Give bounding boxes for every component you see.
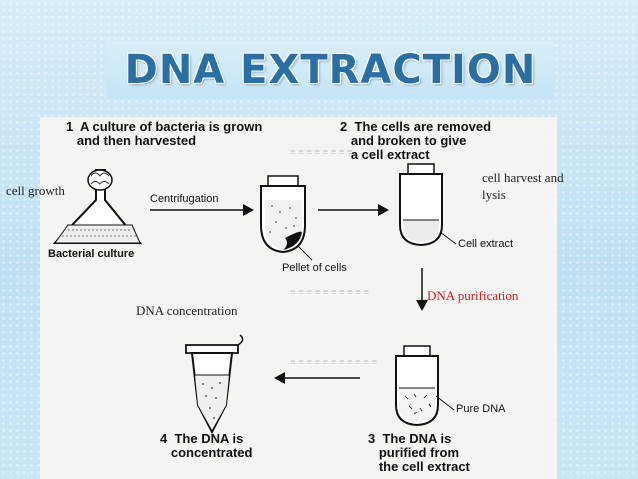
centrifuge-tube-icon <box>260 175 306 254</box>
bacterial-culture-label: Bacterial culture <box>48 248 135 260</box>
pellet-label: Pellet of cells <box>282 262 347 274</box>
pure-dna-label: Pure DNA <box>456 403 506 415</box>
centrifugation-label: Centrifugation <box>150 193 219 205</box>
cell-harvest-annotation: cell harvest and lysis <box>482 170 564 202</box>
pure-dna-pointer <box>435 395 455 411</box>
lysis-arrow-icon <box>318 204 389 216</box>
step-2-text: 2 The cells are removed and broken to gi… <box>340 119 492 162</box>
dna-concentration-annotation: DNA concentration <box>136 303 238 318</box>
title-bar <box>107 41 554 99</box>
dna-purification-annotation: DNA purification <box>427 288 519 303</box>
centrifugation-arrow-icon <box>150 204 254 216</box>
slide-title: DNA EXTRACTION <box>124 47 537 93</box>
pellet-pointer <box>297 245 313 261</box>
cell-extract-label: Cell extract <box>458 238 514 250</box>
concentration-arrow-icon <box>274 372 360 384</box>
cell-extract-tube-icon <box>399 163 443 247</box>
background-scan-text: ≡ ≡ ≡ ≡ ≡ ≡ ≡ ≡ ≡ ≡ ≡ <box>290 357 378 368</box>
purification-arrow-icon <box>416 268 428 311</box>
background-scan-text: ≡ ≡ ≡ ≡ ≡ ≡ ≡ ≡ ≡ ≡ <box>290 287 369 298</box>
cell-extract-pointer <box>439 231 457 245</box>
step-3-text: 3 The DNA is purified from the cell extr… <box>368 431 470 474</box>
eppendorf-tube-icon <box>185 334 244 435</box>
step-4-text: 4 The DNA is concentrated <box>160 431 253 460</box>
step-1-text: 1 A culture of bacteria is grown and the… <box>66 119 263 148</box>
cell-growth-annotation: cell growth <box>6 183 65 198</box>
background-scan-text: ≡ ≡ ≡ ≡ ≡ ≡ ≡ ≡ <box>290 147 353 158</box>
flask-icon <box>52 169 143 244</box>
pure-dna-tube-icon <box>395 345 439 427</box>
